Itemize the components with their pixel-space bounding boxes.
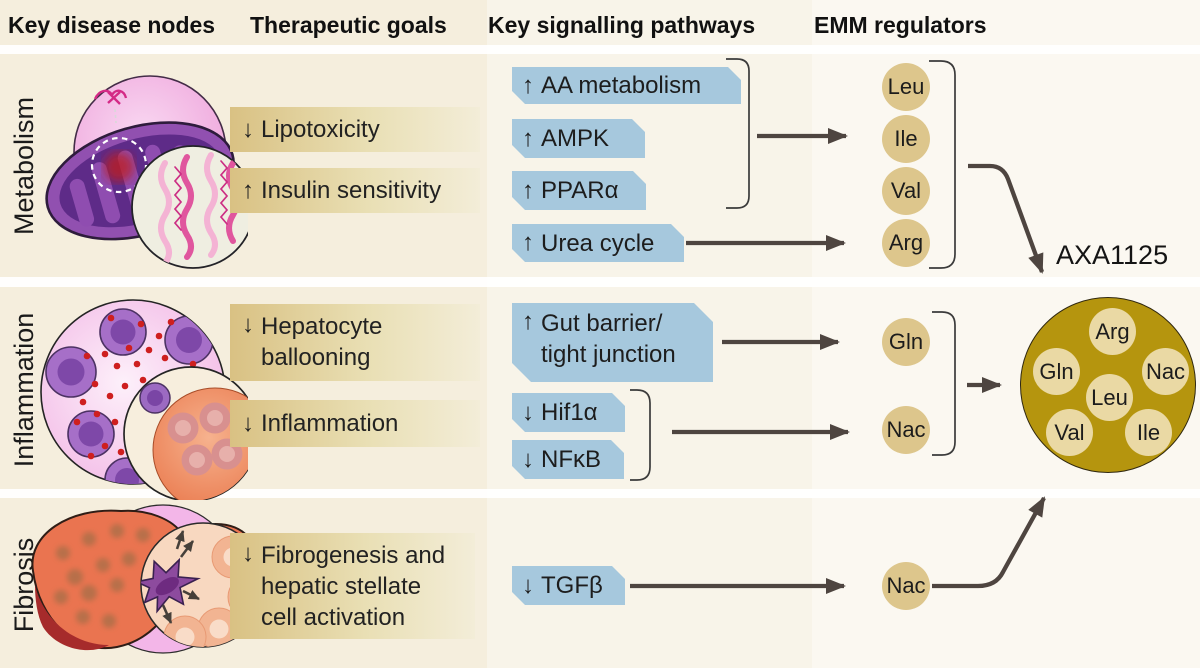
pathway-text: AMPK (541, 125, 610, 152)
component-ile: Ile (1125, 409, 1172, 456)
inflamed-cell-body (40, 299, 226, 485)
pathway-ampk: ↑ AMPK (512, 119, 645, 158)
axa1125-label: AXA1125 (1056, 240, 1169, 270)
component-arg: Arg (1089, 308, 1136, 355)
down-arrow-icon: ↓ (522, 398, 534, 426)
immune-cells (45, 308, 214, 484)
goal-lipotoxicity: ↓ Lipotoxicity (230, 107, 480, 152)
inflammation-illustration (40, 299, 248, 500)
goal-fibrogenesis: ↓ Fibrogenesis and hepatic stellate cell… (230, 533, 475, 639)
component-leu: Leu (1086, 374, 1133, 421)
pathway-text: AA metabolism (541, 72, 702, 99)
stellate-cell (141, 557, 201, 614)
up-arrow-icon: ↑ (522, 124, 534, 152)
goal-insulin-sensitivity: ↑ Insulin sensitivity (230, 168, 480, 213)
down-arrow-icon: ↓ (242, 115, 254, 143)
down-arrow-icon: ↓ (242, 540, 254, 567)
liver (31, 509, 250, 651)
pathway-text: NFκB (541, 446, 601, 473)
goal-inflammation: ↓ Inflammation (230, 400, 480, 447)
background-cell (88, 504, 238, 654)
goal-text: Insulin sensitivity (261, 177, 442, 204)
fibrosis-illustration (31, 504, 250, 654)
header-emm-regulators: EMM regulators (814, 12, 987, 38)
lipid-strands (158, 152, 240, 266)
axa1125-circle: Arg Gln Nac Leu Val Ile (1020, 297, 1196, 473)
pathway-hif1-alpha: ↓ Hif1α (512, 393, 625, 432)
fibrotic-spots (54, 524, 231, 628)
header-therapeutic-goals: Therapeutic goals (250, 12, 447, 38)
row-separator (0, 489, 1200, 498)
goal-text: Inflammation (261, 410, 399, 437)
pathway-text: PPARα (541, 177, 619, 204)
row-separator (0, 277, 1200, 287)
pointer-dash (114, 108, 117, 124)
row-label-metabolism: Metabolism (9, 96, 39, 236)
row-label-inflammation: Inflammation (9, 312, 39, 468)
component-nac: Nac (1142, 348, 1189, 395)
regulator-ile: Ile (882, 115, 930, 163)
regulator-leu: Leu (882, 63, 930, 111)
pathway-tgf-beta: ↓ TGFβ (512, 566, 625, 605)
goal-hepatocyte-ballooning: ↓ Hepatocyte ballooning (230, 304, 480, 381)
damage-glow (104, 152, 134, 182)
mitochondrion (45, 121, 235, 241)
goal-text: ballooning (261, 344, 371, 371)
up-arrow-icon: ↑ (522, 229, 534, 256)
down-arrow-icon: ↓ (242, 409, 254, 437)
up-arrow-icon: ↑ (242, 176, 254, 204)
activation-arrows (161, 530, 200, 624)
header-key-signalling-pathways: Key signalling pathways (488, 12, 756, 38)
pathway-text: Gut barrier/ (541, 310, 663, 337)
regulator-nac: Nac (882, 406, 930, 454)
header-key-disease-nodes: Key disease nodes (8, 12, 216, 38)
component-gln: Gln (1033, 348, 1080, 395)
pathway-text: Urea cycle (541, 229, 655, 257)
metabolism-illustration (45, 75, 248, 269)
pathway-text: TGFβ (541, 572, 603, 599)
row-separator (0, 45, 1200, 54)
pathway-gut-barrier: ↑ Gut barrier/ tight junction (512, 303, 713, 382)
chromosome-icon (93, 89, 128, 105)
pathway-aa-metabolism: ↑ AA metabolism (512, 67, 741, 104)
down-arrow-icon: ↓ (522, 571, 534, 599)
red-dots (73, 314, 205, 460)
dashed-highlight-circle (90, 136, 148, 194)
component-val: Val (1046, 409, 1093, 456)
pathway-urea-cycle: ↑ Urea cycle (512, 224, 684, 262)
goal-text: Hepatocyte (261, 313, 383, 340)
goal-text: cell activation (261, 604, 406, 631)
pathway-text: tight junction (541, 341, 676, 368)
pathway-text: Hif1α (541, 399, 598, 426)
regulator-arg: Arg (882, 219, 930, 267)
down-arrow-icon: ↓ (242, 311, 254, 338)
goal-text: Fibrogenesis and (261, 542, 446, 569)
pathway-ppar-alpha: ↑ PPARα (512, 171, 646, 210)
pathway-nfkb: ↓ NFκB (512, 440, 624, 479)
regulator-nac-fibrosis: Nac (882, 562, 930, 610)
down-arrow-icon: ↓ (522, 445, 534, 473)
up-arrow-icon: ↑ (522, 308, 534, 335)
goal-text: hepatic stellate (261, 573, 422, 600)
regulator-val: Val (882, 167, 930, 215)
goal-text: Lipotoxicity (261, 116, 380, 143)
up-arrow-icon: ↑ (522, 176, 534, 204)
up-arrow-icon: ↑ (522, 71, 534, 99)
cell-body (73, 75, 227, 229)
row-label-fibrosis: Fibrosis (9, 537, 39, 633)
regulator-gln: Gln (882, 318, 930, 366)
